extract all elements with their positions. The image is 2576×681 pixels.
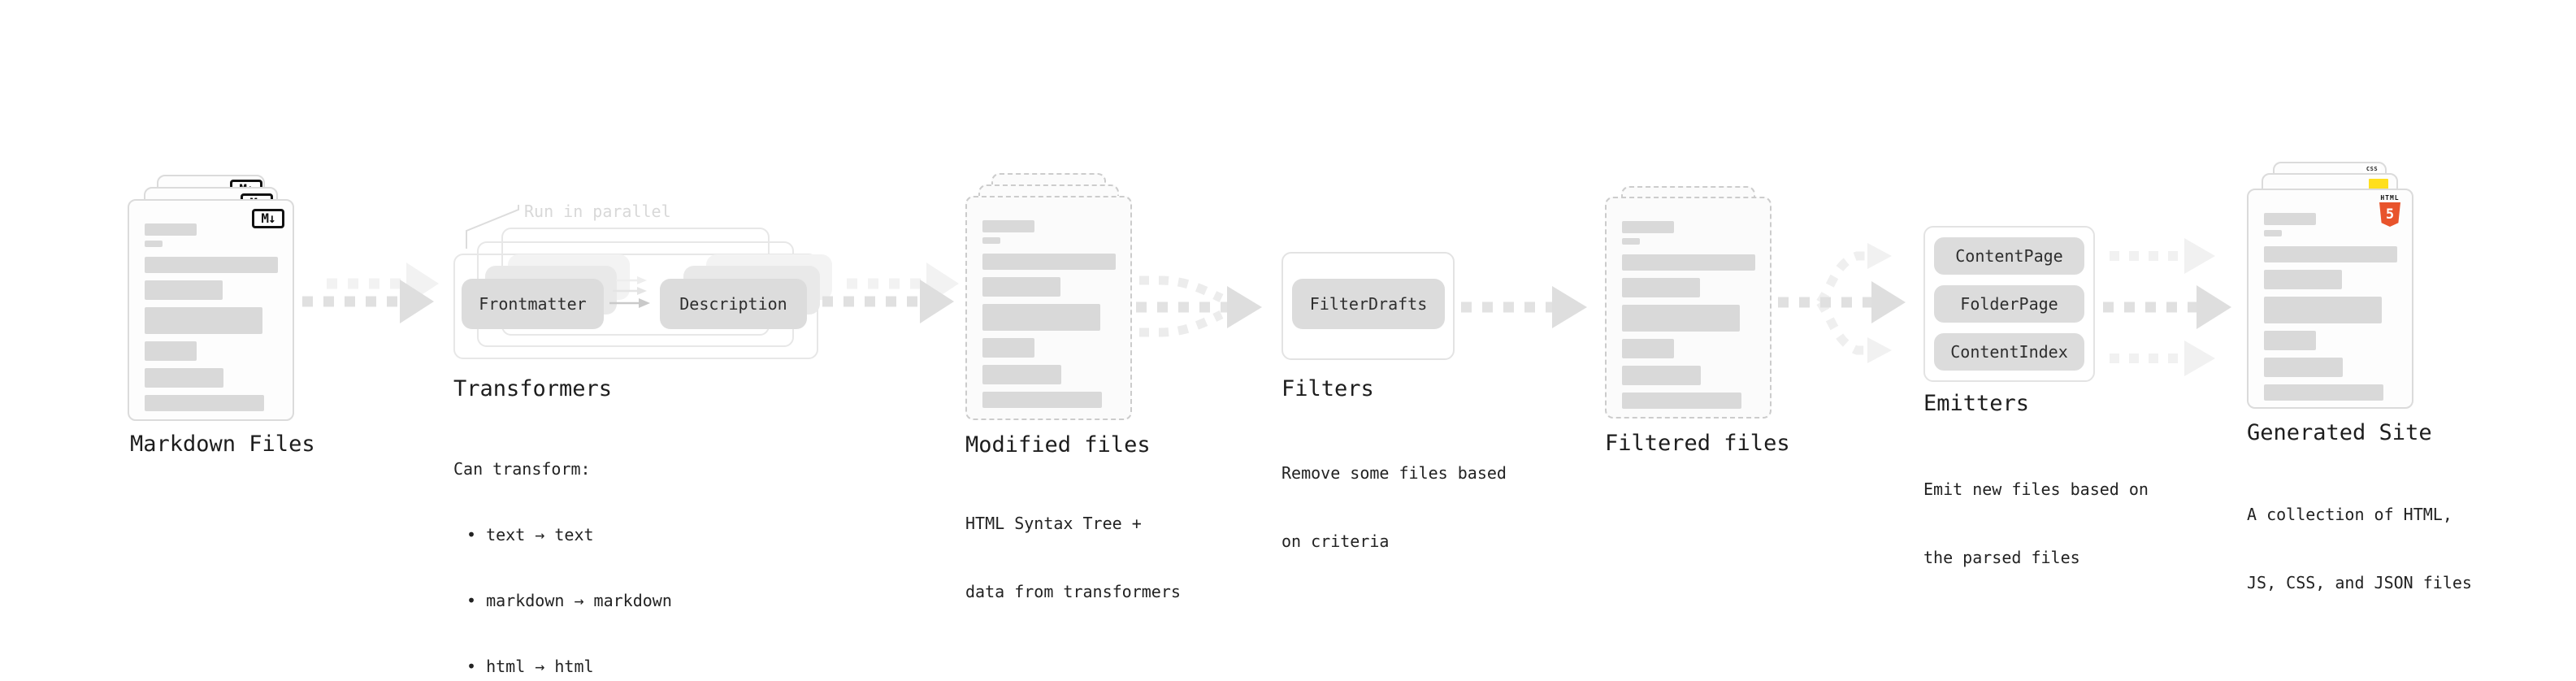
transform-step-arrows [609,276,650,308]
run-in-parallel-label: Run in parallel [524,202,671,221]
placeholder-bar [982,304,1100,331]
document [1605,197,1772,419]
placeholder-bar [2264,270,2342,289]
placeholder-bar [1622,339,1674,358]
placeholder-bar [2264,384,2383,401]
markdown-files-label: Markdown Files [130,432,315,457]
placeholder-bar [982,392,1102,408]
placeholder-bar [1622,393,1741,409]
emitters-label: Emitters [1923,391,2030,416]
filtered-files-label: Filtered files [1605,431,1790,456]
placeholder-bar [145,257,278,273]
note-bullet: • html → html [466,657,594,676]
placeholder-bar [145,280,223,300]
placeholder-bar [1622,278,1700,297]
doc-content-placeholder [2264,213,2397,401]
placeholder-bar [1622,254,1755,271]
placeholder-bar [145,223,197,236]
placeholder-bar [145,368,223,388]
placeholder-bar [145,307,262,334]
folderpage-pill: FolderPage [1934,285,2084,323]
placeholder-bar [2264,297,2382,323]
filters-label: Filters [1281,376,1374,401]
doc-content-placeholder [1622,221,1755,409]
modified-files-subtext: HTML Syntax Tree + data from transformer… [965,514,1181,601]
arrow-filtered-to-emitters [1778,243,1906,363]
placeholder-bar [2264,331,2316,350]
placeholder-bar [982,365,1061,384]
placeholder-bar [1622,366,1701,385]
html5-badge-icon: HTML 5 [2379,194,2400,227]
placeholder-bar [2264,230,2282,236]
placeholder-bar [2264,358,2343,377]
document: M↓ [128,199,294,421]
filters-subtext: Remove some files based on criteria [1281,463,1507,551]
markdown-files-stack: M↓ M↓ M↓ [128,175,294,421]
modified-files-stack [965,173,1132,420]
note-bullet: • text → text [466,525,594,544]
placeholder-bar [982,237,1000,244]
placeholder-bar [1622,238,1640,245]
generated-site-stack: CSS HTML 5 [2247,162,2413,410]
placeholder-bar [145,341,197,361]
arrow-emitters-to-generated [2103,238,2231,376]
generated-site-label: Generated Site [2247,420,2432,445]
contentpage-pill: ContentPage [1934,237,2084,275]
placeholder-bar [145,241,163,247]
note-title: Can transform: [453,459,591,479]
placeholder-bar [982,254,1116,270]
filtered-files-stack [1605,186,1772,422]
placeholder-bar [1622,221,1674,233]
doc-content-placeholder [145,223,278,411]
document [965,196,1132,420]
placeholder-bar [982,220,1034,232]
placeholder-bar [1622,305,1740,332]
arrow-transformers-to-modified [822,262,959,323]
arrow-filters-to-filtered [1461,286,1587,328]
transformers-label: Transformers [453,376,613,401]
contentindex-pill: ContentIndex [1934,333,2084,371]
placeholder-bar [145,395,264,411]
filterdrafts-pill: FilterDrafts [1292,279,1445,329]
frontmatter-pill: Frontmatter [462,279,604,329]
placeholder-bar [982,277,1060,297]
placeholder-bar [2264,246,2397,262]
js-badge-icon [2369,179,2388,191]
arrow-markdown-to-transformers [302,262,439,323]
placeholder-bar [2264,213,2316,225]
placeholder-bar [982,338,1034,358]
doc-content-placeholder [982,220,1116,408]
modified-files-label: Modified files [965,432,1151,458]
note-bullet: • markdown → markdown [466,591,672,610]
document: HTML 5 [2247,189,2413,409]
description-pill: Description [660,279,807,329]
markdown-icon: M↓ [252,209,284,228]
transformers-note: Can transform: • text → text • markdown … [453,414,672,681]
parallel-connector-line [466,205,519,249]
arrow-modified-to-filters [1136,275,1262,337]
emitters-subtext: Emit new files based on the parsed files [1923,479,2149,567]
generated-site-subtext: A collection of HTML, JS, CSS, and JSON … [2247,505,2472,592]
